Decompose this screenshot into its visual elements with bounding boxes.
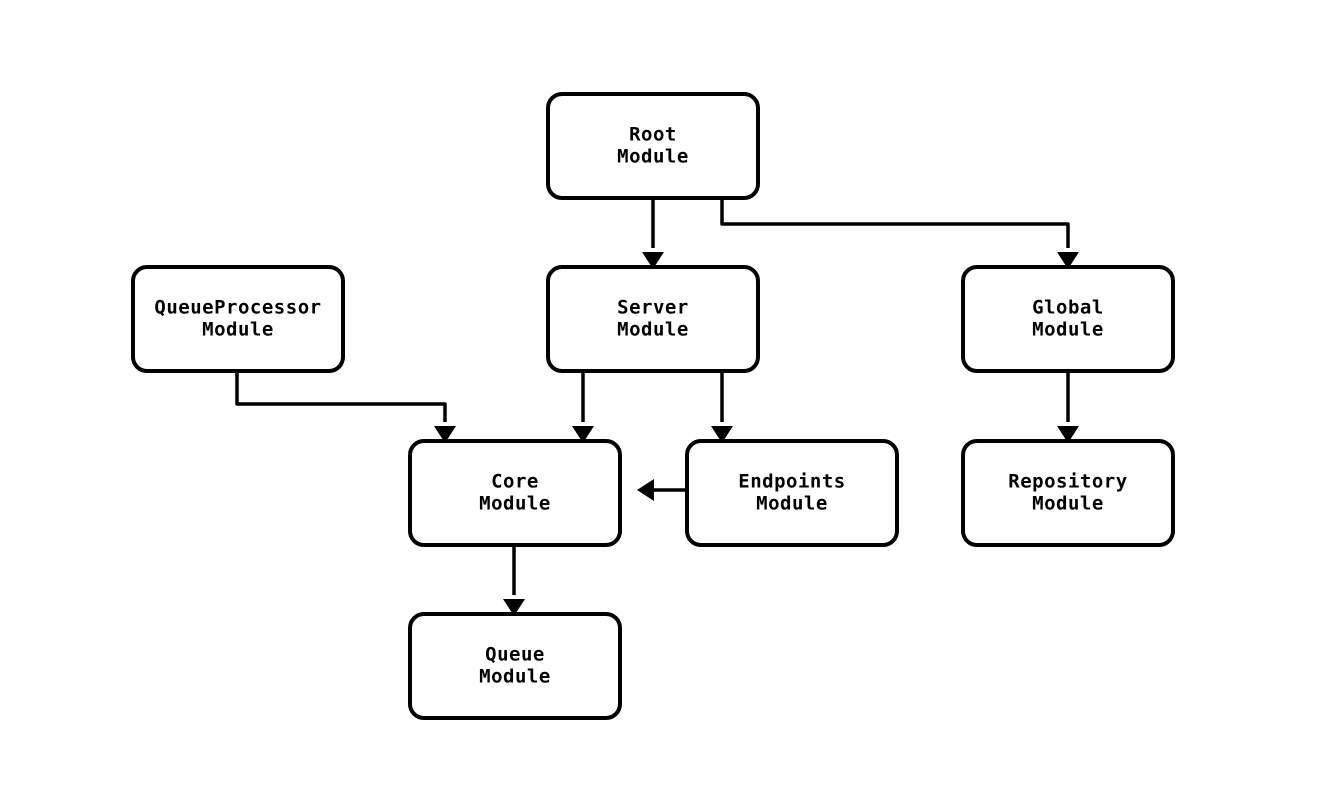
node-label-server-line1: Server	[617, 297, 689, 319]
node-label-repository-line1: Repository	[1008, 471, 1127, 493]
node-label-repository-line2: Module	[1032, 493, 1104, 515]
node-label-global-line1: Global	[1032, 297, 1104, 319]
arrowhead-head-global-to-repository	[1057, 426, 1079, 443]
node-box-root[interactable]	[546, 92, 760, 200]
node-box-endpoints[interactable]	[685, 439, 899, 547]
node-label-queue-line1: Queue	[485, 644, 545, 666]
node-label-global-line2: Module	[1032, 319, 1104, 341]
edges-layer	[235, 198, 1070, 595]
node-box-server[interactable]	[546, 265, 760, 373]
node-box-queue[interactable]	[408, 612, 622, 720]
node-label-root-line1: Root	[629, 124, 677, 146]
arrowhead-head-endpoints-to-core	[637, 479, 654, 501]
node-label-queue-line2: Module	[479, 666, 551, 688]
arrowhead-head-core-to-queue	[503, 599, 525, 616]
node-label-queueprocessor-line1: QueueProcessor	[154, 297, 321, 319]
node-label-queueprocessor-line2: Module	[202, 319, 274, 341]
node-label-endpoints-line1: Endpoints	[738, 471, 845, 493]
node-box-core[interactable]	[408, 439, 622, 547]
node-label-core-line1: Core	[491, 471, 539, 493]
arrowhead-head-root-to-server	[642, 252, 664, 269]
node-box-repository[interactable]	[961, 439, 1175, 547]
node-box-global[interactable]	[961, 265, 1175, 373]
node-label-root-line2: Module	[617, 146, 689, 168]
nodes-layer: RootModuleQueueProcessorModuleServerModu…	[131, 92, 1175, 720]
node-label-endpoints-line2: Module	[756, 493, 828, 515]
node-label-server-line2: Module	[617, 319, 689, 341]
arrowhead-head-root-to-global	[1057, 252, 1079, 269]
arrowheads-layer	[434, 252, 1079, 616]
arrowhead-head-server-to-core	[572, 426, 594, 443]
edge-queueprocessor-to-core	[235, 371, 447, 422]
arrowhead-head-queueprocessor-to-core	[434, 426, 456, 443]
node-label-core-line2: Module	[479, 493, 551, 515]
node-box-queueprocessor[interactable]	[131, 265, 345, 373]
edge-root-to-global	[720, 198, 1070, 248]
arrowhead-head-server-to-endpoints	[711, 426, 733, 443]
